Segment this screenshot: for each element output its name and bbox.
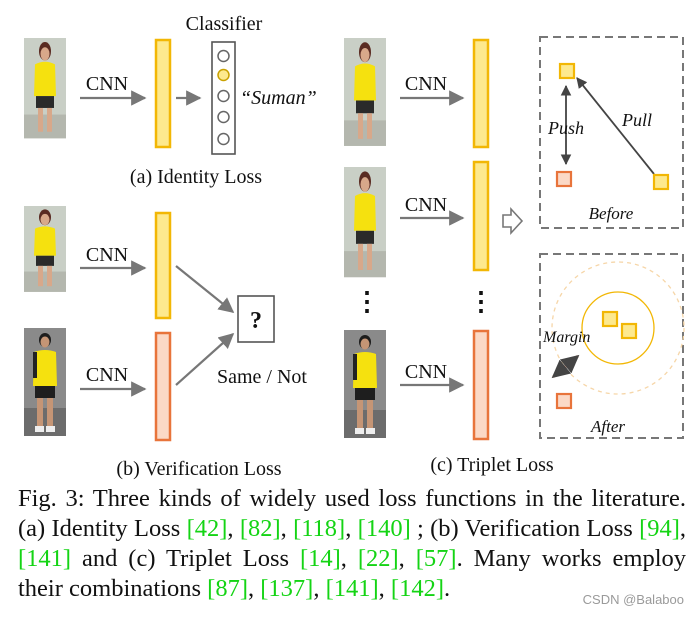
predicted-identity: “Suman” xyxy=(240,87,317,109)
cluster-circle xyxy=(581,291,655,365)
push-label: Push xyxy=(547,118,584,138)
caption-text: Three kinds of widely used loss function… xyxy=(18,485,687,542)
feature-bar-c2 xyxy=(472,160,490,272)
person-image-c2 xyxy=(344,167,386,278)
reference-link[interactable]: [141] xyxy=(18,545,72,572)
person-image-c1 xyxy=(344,38,386,146)
arrow-b3 xyxy=(175,265,235,313)
caption-separator: , xyxy=(280,515,294,542)
figure-caption: Fig. 3: Three kinds of widely used loss … xyxy=(18,484,686,604)
caption-text: and (c) Triplet Loss xyxy=(71,545,300,572)
caption-separator: , xyxy=(227,515,240,542)
classifier-node xyxy=(217,49,230,63)
anchor-point-after xyxy=(601,310,619,328)
reference-link[interactable]: [82] xyxy=(239,515,281,542)
cnn-label-b1: CNN xyxy=(86,244,128,266)
pull-label: Pull xyxy=(621,110,652,130)
person-image-a xyxy=(24,38,66,139)
before-panel xyxy=(539,36,684,229)
caption-separator: , xyxy=(398,545,416,572)
reference-link[interactable]: [42] xyxy=(186,515,228,542)
classifier-node xyxy=(217,132,230,146)
reference-link[interactable]: [22] xyxy=(357,545,399,572)
caption-separator: , xyxy=(345,515,358,542)
caption-separator: , xyxy=(679,515,687,542)
cnn-label-c3: CNN xyxy=(405,361,447,383)
after-label: After xyxy=(590,417,625,436)
reference-link[interactable]: [14] xyxy=(299,545,341,572)
caption-identity-loss: (a) Identity Loss xyxy=(130,166,262,188)
reference-link[interactable]: [57] xyxy=(415,545,457,572)
cnn-label-b2: CNN xyxy=(86,364,128,386)
cnn-label-c1: CNN xyxy=(405,73,447,95)
negative-point-after xyxy=(555,392,573,410)
reference-link[interactable]: [142] xyxy=(390,575,444,602)
caption-verification-loss: (b) Verification Loss xyxy=(116,458,281,480)
caption-text: . xyxy=(443,575,451,602)
caption-separator: , xyxy=(340,545,358,572)
classifier-node xyxy=(217,89,230,103)
figure-number: Fig. 3: xyxy=(18,485,85,512)
positive-point-after xyxy=(620,322,638,340)
caption-triplet-loss: (c) Triplet Loss xyxy=(430,454,554,476)
cnn-label-c2: CNN xyxy=(405,194,447,216)
reference-link[interactable]: [87] xyxy=(207,575,248,602)
reference-link[interactable]: [118] xyxy=(293,515,346,542)
reference-link[interactable]: [137] xyxy=(260,575,314,602)
person-image-b2 xyxy=(24,328,66,436)
arrow-b4 xyxy=(175,332,235,386)
negative-point xyxy=(555,170,573,188)
margin-arrow xyxy=(551,354,580,379)
caption-separator: , xyxy=(313,575,326,602)
person-image-c3 xyxy=(344,330,386,438)
watermark: CSDN @Balaboo xyxy=(582,592,684,607)
question-mark: ? xyxy=(250,308,262,334)
verification-box xyxy=(237,295,275,343)
pull-arrow xyxy=(576,77,655,175)
margin-label: Margin xyxy=(542,329,590,346)
margin-outer-circle xyxy=(551,261,685,395)
after-panel xyxy=(539,253,684,439)
feature-bar-b2 xyxy=(154,331,172,442)
caption-separator: , xyxy=(378,575,391,602)
caption-text: ; (b) Verification Loss xyxy=(410,515,640,542)
caption-text: . Many works employ their combinations xyxy=(18,545,687,602)
vertical-dots: ⋮ xyxy=(468,287,494,316)
vertical-dots: ⋮ xyxy=(354,287,380,316)
cnn-label-a: CNN xyxy=(86,73,128,95)
hollow-arrow xyxy=(502,206,524,236)
anchor-point xyxy=(558,62,576,80)
before-label: Before xyxy=(589,204,634,223)
reference-link[interactable]: [141] xyxy=(325,575,379,602)
feature-bar-a xyxy=(154,38,172,149)
classifier-node-active xyxy=(217,68,230,82)
feature-bar-c1 xyxy=(472,38,490,149)
reference-link[interactable]: [140] xyxy=(357,515,411,542)
classifier-node xyxy=(217,110,230,124)
person-image-b1 xyxy=(24,206,66,292)
positive-point xyxy=(652,173,670,191)
loss-diagram: CNN Classifier “Suman” (a) Identity Loss… xyxy=(24,13,685,480)
caption-separator: , xyxy=(248,575,261,602)
feature-bar-b1 xyxy=(154,211,172,320)
feature-bar-c3 xyxy=(472,329,490,441)
reference-link[interactable]: [94] xyxy=(639,515,680,542)
classifier-label: Classifier xyxy=(186,13,263,35)
same-not-label: Same / Not xyxy=(217,366,307,388)
